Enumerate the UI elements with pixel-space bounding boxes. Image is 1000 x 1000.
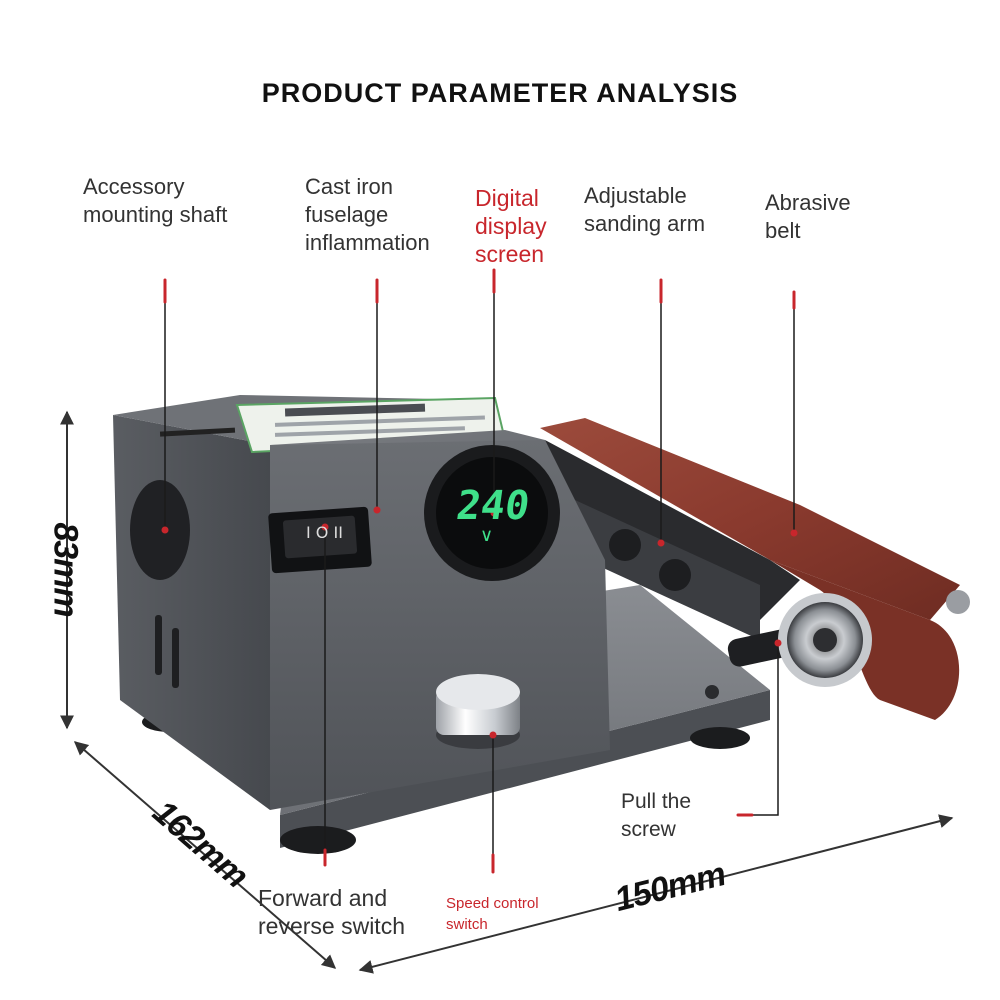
base-plate: [280, 690, 770, 848]
arm-bolt: [659, 559, 691, 591]
rocker-switch-symbols: I O II: [306, 523, 343, 542]
display-unit-icon: ∨: [480, 525, 494, 545]
depth-dimension-arrow: [73, 741, 337, 969]
belt-top: [540, 418, 960, 620]
callout-accessory-shaft: Accessory mounting shaft: [83, 174, 228, 227]
callout-sanding-arm: Adjustable sanding arm: [584, 183, 706, 236]
target-dot: [161, 526, 169, 534]
accessory-shaft-opening: [130, 480, 190, 580]
foot: [690, 727, 750, 749]
target-dot: [657, 539, 665, 547]
callout-forward-reverse: Forward and reverse switch: [258, 885, 405, 939]
target-dot: [774, 639, 782, 647]
callout-speed-control: Speed control switch: [446, 895, 539, 933]
callout-cast-iron: Cast iron fuselage inflammation: [305, 174, 430, 255]
target-dot: [489, 731, 497, 739]
target-dot: [490, 509, 498, 517]
leader-pull-screw: [740, 643, 779, 816]
callout-pull-screw: Pull the screw: [621, 790, 692, 841]
housing-side: [113, 415, 270, 810]
arm-bolt: [609, 529, 641, 561]
target-dot: [790, 529, 798, 537]
foot: [280, 826, 356, 854]
width-dimension-arrow: [358, 814, 954, 974]
display-reading: 240: [453, 483, 533, 529]
target-dot: [373, 506, 381, 514]
rocker-switch: [282, 515, 358, 559]
vent: [155, 615, 162, 675]
target-dot: [321, 523, 329, 531]
callout-abrasive-belt: Abrasive belt: [765, 190, 851, 243]
height-dimension-label: 83mm: [46, 522, 85, 617]
vent: [172, 628, 179, 688]
page-title: PRODUCT PARAMETER ANALYSIS: [261, 78, 739, 108]
base-screw: [705, 685, 719, 699]
callout-digital-display: Digital display screen: [475, 185, 547, 267]
